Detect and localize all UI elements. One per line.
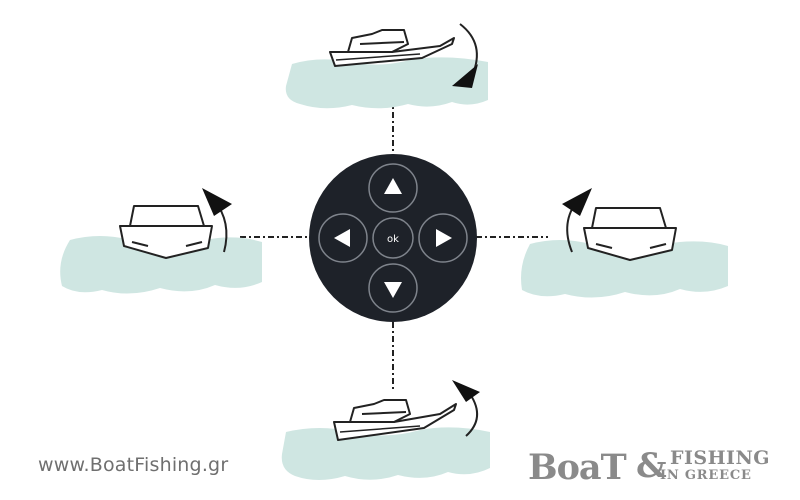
right-button[interactable] (418, 213, 468, 263)
boat-stern-right (583, 207, 677, 261)
logo-main-text: BoaT (528, 447, 627, 488)
logo-fishing-text: FISHING (670, 447, 771, 469)
right-arrow-icon (436, 229, 452, 247)
boatfishing-logo: BoaT & FISHING IN GREECE (528, 446, 771, 490)
rotation-arrow-right (562, 188, 592, 253)
arrowhead-icon (452, 380, 480, 402)
logo-ampersand: & (636, 446, 667, 486)
water-left (60, 236, 263, 294)
down-arrow-icon (384, 282, 402, 298)
boat-stern-left (119, 205, 213, 259)
logo-greece-text: IN GREECE (660, 468, 752, 483)
left-button[interactable] (318, 213, 368, 263)
ok-button[interactable]: ok (372, 217, 414, 259)
rotation-arrow-top (452, 23, 478, 88)
connector-lines (240, 84, 548, 392)
joystick-controller: ok (309, 154, 477, 322)
down-button[interactable] (368, 263, 418, 313)
left-arrow-icon (334, 229, 350, 247)
arrowhead-icon (562, 188, 592, 216)
rotation-arrow-bottom (452, 380, 480, 437)
boat-side-bottom (333, 399, 457, 441)
up-arrow-icon (384, 178, 402, 194)
up-button[interactable] (368, 163, 418, 213)
rotation-arrow-left (202, 188, 232, 253)
arrowhead-icon (202, 188, 232, 216)
website-url[interactable]: www.BoatFishing.gr (38, 454, 229, 476)
ok-label: ok (387, 234, 399, 245)
water-bottom (281, 427, 490, 480)
boat-side-top (329, 29, 455, 67)
water-right (521, 240, 728, 298)
arrowhead-icon (452, 64, 478, 88)
water-top (285, 57, 488, 109)
